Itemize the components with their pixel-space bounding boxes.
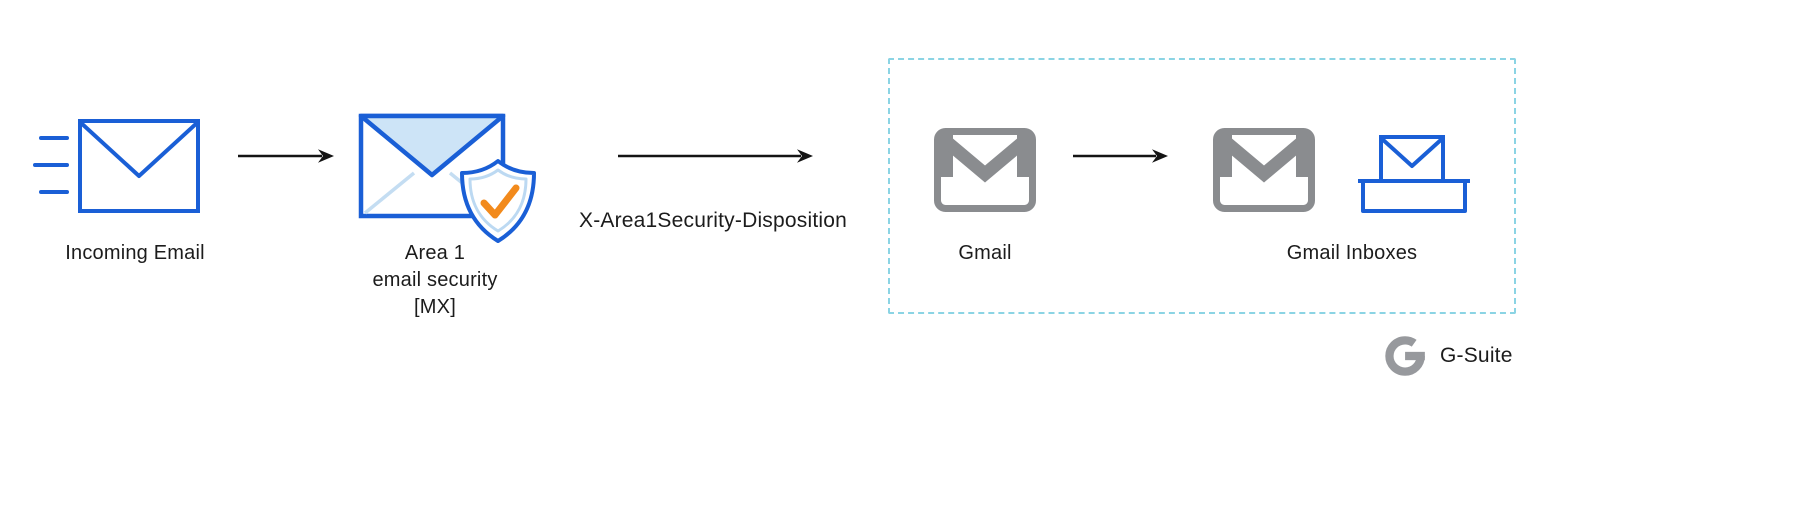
inbox-tray [1356,134,1472,221]
arrow-incoming-to-area1 [238,149,334,163]
speed-lines-icon [33,136,69,194]
node-area1 [358,113,540,250]
inbox-tray-icon [1358,135,1470,213]
gmail-icon [934,128,1036,212]
node-gmail [933,127,1037,218]
envelope-shield-check-icon [358,113,536,243]
node-gmail-inboxes [1212,127,1316,218]
incoming-email-label: Incoming Email [65,242,205,264]
gmail-group-box [888,58,1516,314]
incoming-envelope-icon [33,119,200,213]
gmail-icon [1213,128,1315,212]
shield-check-icon [460,159,536,243]
node-incoming-email [33,118,203,219]
arrow-gmail-to-inboxes [1073,149,1168,163]
area1-label-line1: Area 1 [404,242,466,264]
arrow-area1-to-gmail [618,149,813,163]
gmail-inboxes-label: Gmail Inboxes [1286,242,1418,264]
gmail-label: Gmail [958,242,1012,264]
gsuite-label: G-Suite [1440,344,1513,367]
area1-label-line2: email security [372,269,498,291]
disposition-edge-label: X-Area1Security-Disposition [578,209,847,232]
gsuite-brand: G-Suite [1383,333,1513,379]
g-logo-icon [1385,336,1425,376]
area1-label: Area 1 email security [MX] [345,240,525,321]
area1-label-line3: [MX] [414,296,456,318]
